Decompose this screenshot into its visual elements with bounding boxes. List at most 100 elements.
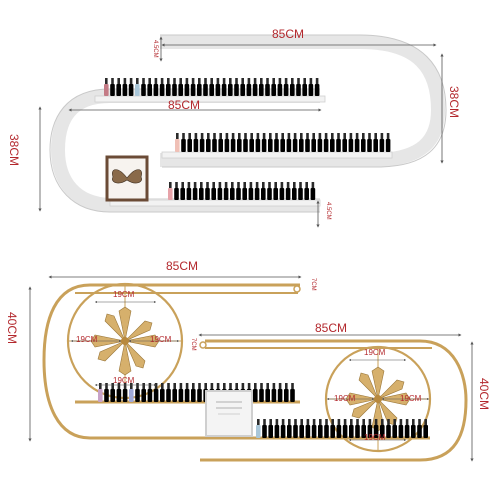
polish-bottle: [324, 425, 329, 438]
left-height-label: 38CM: [7, 134, 21, 167]
polish-bottle: [373, 425, 379, 438]
polish-cap: [179, 78, 182, 84]
photo-frame: [205, 390, 253, 437]
polish-bottle: [129, 389, 134, 402]
polish-cap: [381, 419, 384, 425]
polish-cap: [105, 383, 108, 389]
polish-bottle: [197, 84, 202, 96]
polish-bottle: [192, 188, 198, 200]
polish-bottle: [153, 84, 159, 96]
polish-cap: [256, 133, 260, 139]
polish-bottle: [386, 425, 391, 438]
polish-cap: [218, 182, 222, 188]
polish-cap: [188, 133, 191, 139]
polish-cap: [173, 383, 176, 389]
polish-bottle: [318, 425, 323, 438]
polish-cap: [207, 133, 210, 139]
polish-bottle: [248, 188, 254, 200]
polish-bottle: [218, 139, 223, 152]
polish-bottle: [211, 188, 216, 200]
polish-bottle: [280, 425, 286, 438]
polish-cap: [274, 182, 277, 188]
polish-bottle: [254, 188, 260, 200]
polish-cap: [281, 419, 285, 425]
polish-bottle: [223, 188, 229, 200]
polish-cap: [268, 182, 271, 188]
polish-bottle: [283, 84, 289, 96]
polish-cap: [368, 133, 371, 139]
polish-cap: [343, 133, 346, 139]
polish-bottle: [180, 188, 185, 200]
polish-bottle: [172, 389, 177, 402]
polish-bottle: [423, 425, 428, 438]
polish-bottle: [314, 84, 320, 96]
polish-cap: [319, 419, 322, 425]
polish-cap: [424, 419, 427, 425]
polish-cap: [278, 78, 282, 84]
polish-bottle: [184, 389, 190, 402]
polish-cap: [275, 419, 279, 425]
polish-bottle: [267, 188, 272, 200]
polish-bottle: [271, 84, 276, 96]
polish-bottle: [242, 188, 247, 200]
polish-cap: [293, 133, 297, 139]
polish-bottle: [373, 139, 378, 152]
polish-bottle: [279, 188, 285, 200]
polish-bottle: [110, 389, 115, 402]
polish-cap: [193, 182, 197, 188]
polish-bottle: [135, 84, 140, 96]
polish-cap: [129, 78, 133, 84]
polish-cap: [286, 182, 290, 188]
polish-cap: [253, 78, 257, 84]
polish-bottle: [104, 389, 109, 402]
polish-cap: [380, 133, 384, 139]
polish-bottle: [310, 188, 316, 200]
polish-bottle: [265, 84, 270, 96]
polish-cap: [222, 78, 226, 84]
right-ring-top-label: 19CM: [364, 348, 386, 357]
polish-bottle: [221, 84, 227, 96]
polish-cap: [160, 78, 164, 84]
polish-cap: [262, 182, 265, 188]
polish-bottle: [252, 84, 258, 96]
polish-cap: [300, 419, 303, 425]
polish-cap: [161, 383, 164, 389]
polish-bottle: [193, 139, 199, 152]
polish-cap: [191, 78, 195, 84]
polish-bottle: [255, 139, 261, 152]
polish-bottle: [249, 139, 254, 152]
polish-cap: [148, 383, 152, 389]
gold-flower-left: [90, 306, 160, 376]
polish-cap: [231, 133, 235, 139]
polish-bottle: [243, 139, 248, 152]
polish-bottle: [271, 389, 277, 402]
polish-cap: [311, 182, 315, 188]
polish-bottle: [153, 389, 159, 402]
polish-bottle: [349, 425, 354, 438]
left-width-label: 85CM: [166, 259, 199, 273]
polish-cap: [281, 133, 284, 139]
polish-cap: [331, 133, 334, 139]
polish-bottle: [212, 139, 217, 152]
polish-cap: [179, 383, 183, 389]
polish-cap: [306, 419, 310, 425]
polish-cap: [243, 182, 246, 188]
polish-cap: [362, 133, 365, 139]
polish-cap: [235, 78, 238, 84]
polish-bottle: [290, 389, 295, 402]
polish-cap: [200, 182, 203, 188]
polish-cap: [269, 133, 272, 139]
polish-bottle: [299, 425, 304, 438]
polish-bottle: [205, 188, 210, 200]
polish-cap: [111, 78, 114, 84]
polish-row-1: [104, 78, 320, 96]
polish-cap: [210, 383, 214, 389]
polish-cap: [167, 383, 170, 389]
polish-cap: [325, 419, 328, 425]
polish-cap: [262, 133, 266, 139]
polish-cap: [200, 133, 204, 139]
polish-bottle: [228, 84, 233, 96]
polish-cap: [318, 133, 322, 139]
polish-cap: [285, 383, 288, 389]
polish-bottle: [330, 139, 335, 152]
